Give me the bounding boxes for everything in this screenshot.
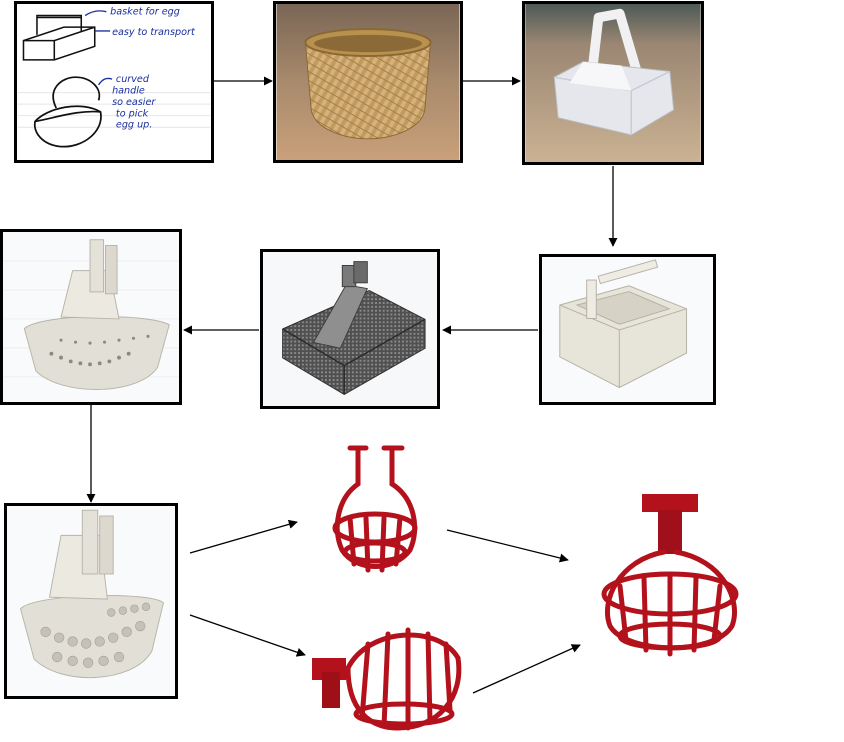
sketch-note-4: handle <box>112 86 145 97</box>
cad-curved-basket-icon <box>3 232 179 402</box>
sketch-note-2: easy to transport <box>112 27 196 38</box>
paper-model-photo <box>522 1 704 165</box>
cad-mesh-panel <box>260 249 440 409</box>
arrow-tilted-to-final <box>472 644 581 694</box>
sketch-note-1: basket for egg <box>110 7 180 18</box>
sketch-note-5: so easier <box>112 97 156 108</box>
woven-basket-icon <box>276 4 460 160</box>
cad-box-icon <box>542 257 713 402</box>
red-basket-upright-icon <box>332 445 418 573</box>
sketch-note-3: curved <box>116 74 150 85</box>
cad-mesh-basket-icon <box>263 252 437 406</box>
cad-holes-panel <box>4 503 178 699</box>
sketch-note-6: to pick <box>116 109 149 120</box>
sketch-drawing: basket for egg easy to transport curved … <box>17 4 211 160</box>
arrow-holes-to-upright <box>189 519 298 554</box>
red-print-upright <box>320 440 430 580</box>
sketch-panel: basket for egg easy to transport curved … <box>14 1 214 163</box>
arrow-upright-to-final <box>446 529 569 563</box>
woven-basket-photo <box>273 1 463 163</box>
red-basket-final-icon <box>601 494 739 657</box>
red-print-tilted <box>308 618 468 738</box>
cad-holes-basket-icon <box>7 506 175 696</box>
cad-curved-panel <box>0 229 182 405</box>
cad-box-panel <box>539 254 716 405</box>
arrow-holes-to-tilted <box>189 614 306 657</box>
sketch-note-7: egg up. <box>116 119 152 130</box>
red-print-final <box>590 490 750 670</box>
red-basket-tilted-icon <box>312 627 462 731</box>
paper-basket-icon <box>525 4 701 162</box>
